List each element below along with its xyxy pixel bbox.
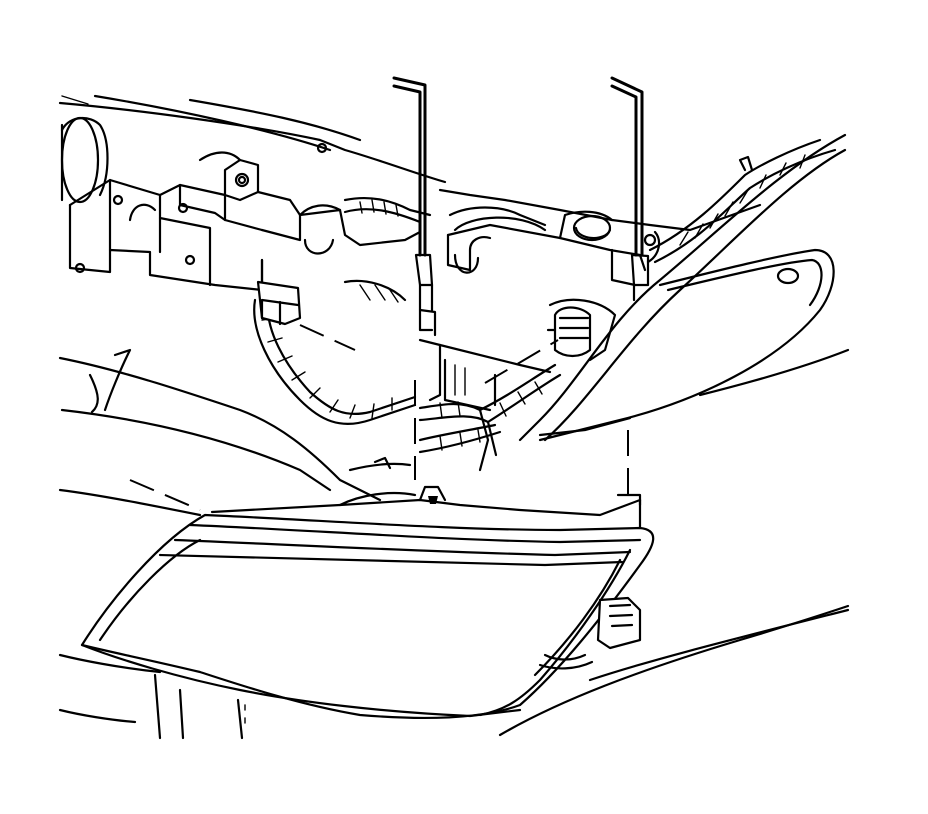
guide-pin-right xyxy=(610,76,661,302)
fender-right xyxy=(518,133,850,442)
side-marker-housing xyxy=(538,596,642,670)
bulb-socket xyxy=(546,298,617,362)
wiring-harness xyxy=(253,298,562,472)
radiator-support xyxy=(60,116,422,292)
upper-rail xyxy=(343,188,762,232)
lamp-bracket xyxy=(418,210,647,412)
headlamp-assembly xyxy=(80,485,655,720)
guide-pin-left xyxy=(392,76,437,337)
connector xyxy=(256,279,407,326)
bumper-fascia xyxy=(58,348,850,740)
alignment-guides xyxy=(129,324,629,511)
fender-outline xyxy=(58,94,447,184)
fasteners xyxy=(237,175,657,504)
